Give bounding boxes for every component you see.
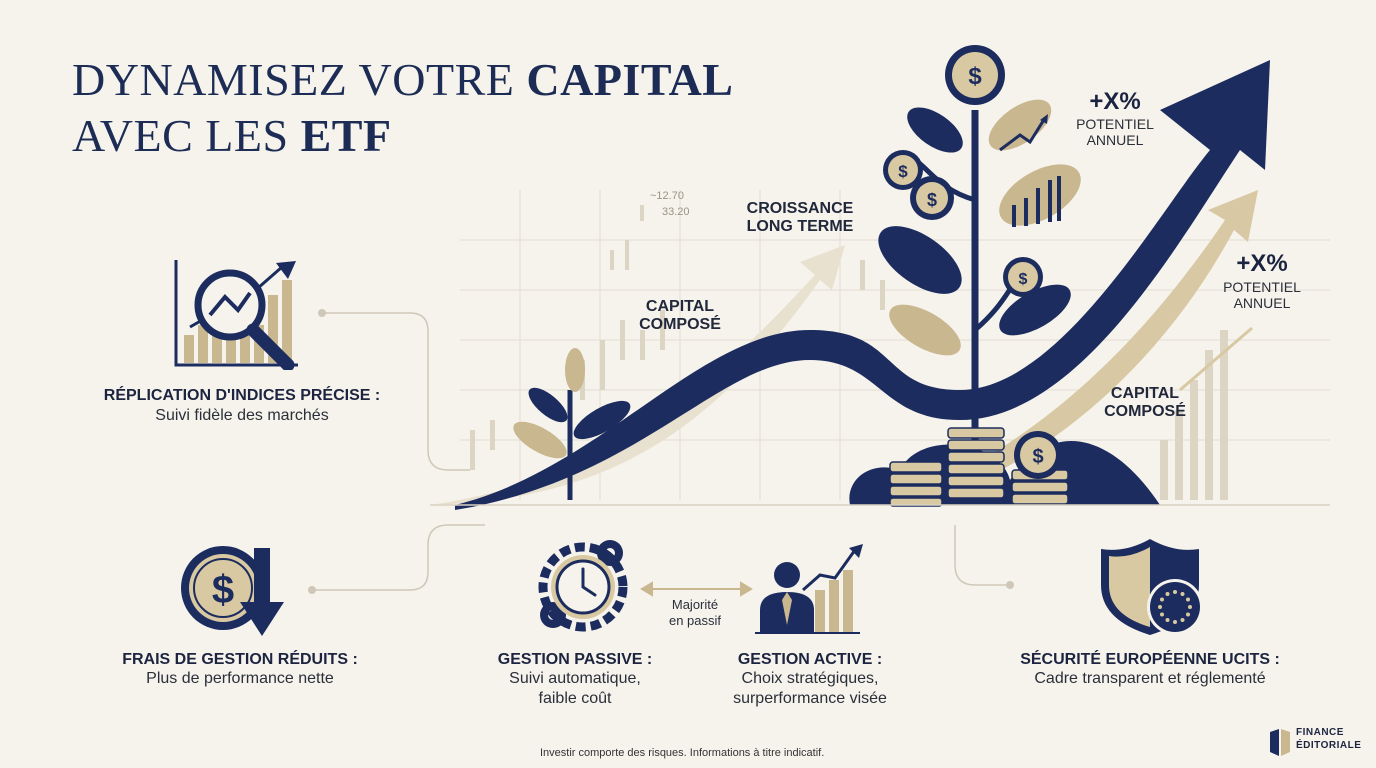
brand-line1: FINANCE — [1296, 727, 1344, 738]
svg-text:$: $ — [1032, 446, 1043, 468]
navy-arrow — [455, 60, 1270, 510]
passive-title: GESTION PASSIVE : — [497, 651, 653, 668]
title-line1-light: DYNAMISEZ VOTRE — [72, 54, 527, 105]
connector-dot-right — [1006, 581, 1014, 589]
svg-text:$: $ — [1019, 271, 1028, 288]
gold-thin-arrow — [1179, 326, 1253, 392]
small-plant-icon — [513, 348, 631, 500]
svg-text:$: $ — [212, 568, 234, 612]
brand-line2: ÉDITORIALE — [1296, 740, 1362, 751]
label-capital-left: CAPITAL COMPOSÉ — [639, 298, 721, 333]
replication-title: RÉPLICATION D'INDICES PRÉCISE : — [103, 387, 381, 404]
disclaimer: Investir comporte des risques. Informati… — [540, 747, 825, 759]
book-icon — [1270, 729, 1290, 756]
security-desc: Cadre transparent et réglementé — [1034, 670, 1266, 687]
eu-stars — [1158, 590, 1192, 624]
page-title: DYNAMISEZ VOTRE CAPITAL AVEC LES ETF — [72, 52, 733, 164]
coin-stacks-icon: $ — [849, 427, 1160, 507]
fees-desc: Plus de performance nette — [146, 670, 334, 687]
brand-logo: FINANCE ÉDITORIALE — [1268, 724, 1368, 760]
connector-lines — [312, 312, 1010, 591]
cream-arrow — [430, 245, 845, 505]
money-tree-icon: $ $ $ $ — [878, 45, 1081, 440]
shield-eu-icon — [1101, 539, 1203, 635]
active-title: GESTION ACTIVE : — [737, 651, 883, 668]
svg-text:$: $ — [898, 162, 908, 181]
coin-down-icon: $ — [181, 546, 284, 636]
svg-text:$: $ — [927, 190, 937, 210]
majority-passive: Majorité en passif — [668, 597, 722, 628]
connector-dot-top — [318, 309, 326, 317]
svg-text:$: $ — [968, 63, 982, 90]
pct-top: +X% — [1089, 88, 1141, 115]
title-line1-bold: CAPITAL — [526, 54, 734, 105]
passive-desc: Suivi automatique, faible coût — [509, 670, 641, 707]
two-way-arrow-icon — [640, 581, 753, 597]
pct-top-sub: POTENTIEL ANNUEL — [1076, 116, 1154, 148]
gears-clock-icon — [538, 540, 628, 632]
title-line2-light: AVEC LES — [72, 110, 301, 161]
connector-dot-bottom — [308, 586, 316, 594]
security-title: SÉCURITÉ EUROPÉENNE UCITS : — [1020, 651, 1280, 668]
title-line2-bold: ETF — [300, 110, 392, 161]
replication-desc: Suivi fidèle des marchés — [155, 407, 329, 424]
manager-chart-icon — [755, 544, 863, 634]
label-capital-right: CAPITAL COMPOSÉ — [1104, 385, 1186, 420]
pct-right: +X% — [1236, 250, 1288, 277]
ticker-a: ~12.70 — [650, 190, 684, 202]
pct-right-sub: POTENTIEL ANNUEL — [1223, 279, 1301, 311]
magnifier-chart-icon — [174, 260, 298, 370]
label-croissance: CROISSANCE LONG TERME — [746, 200, 854, 235]
ticker-b: 33.20 — [662, 206, 690, 218]
fees-title: FRAIS DE GESTION RÉDUITS : — [122, 651, 358, 668]
active-desc: Choix stratégiques, surperformance visée — [733, 670, 887, 707]
